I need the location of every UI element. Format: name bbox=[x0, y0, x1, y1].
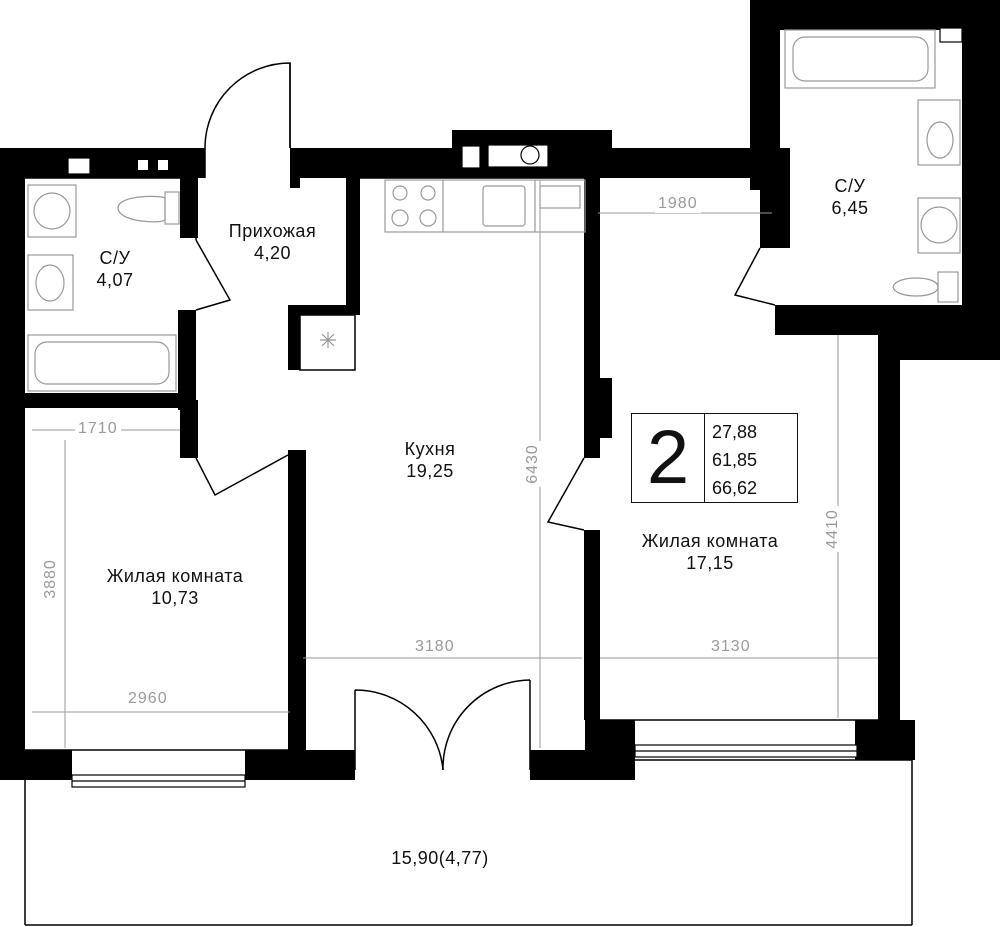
total-area-with-balcony: 66,62 bbox=[712, 478, 758, 498]
sink bbox=[27, 254, 74, 311]
room-area: 17,15 bbox=[686, 553, 734, 573]
room-area: 6,45 bbox=[831, 198, 869, 218]
living-area: 27,88 bbox=[712, 422, 758, 442]
room-area: 10,73 bbox=[151, 588, 199, 608]
room-name: Кухня bbox=[404, 439, 456, 459]
walls bbox=[0, 0, 1000, 780]
room-bathroom-left: С/У 4,07 bbox=[70, 247, 160, 291]
room-name: С/У bbox=[834, 176, 866, 196]
fixtures bbox=[27, 29, 961, 392]
doors bbox=[195, 62, 776, 771]
balcony-area: 15,90(4,77) bbox=[391, 848, 489, 868]
room-name: Прихожая bbox=[228, 221, 317, 241]
windows bbox=[71, 744, 858, 788]
room-area: 4,07 bbox=[96, 270, 134, 290]
toilet bbox=[117, 195, 166, 223]
sink bbox=[917, 99, 961, 166]
bathtub bbox=[27, 334, 177, 392]
dimension-3130: 3130 bbox=[708, 638, 754, 656]
total-area: 61,85 bbox=[712, 450, 758, 470]
room-bathroom-right: С/У 6,45 bbox=[810, 175, 890, 219]
room-kitchen: Кухня 19,25 bbox=[360, 438, 500, 482]
room-area: 19,25 bbox=[406, 461, 454, 481]
room-area: 4,20 bbox=[253, 243, 292, 263]
ventilation-shaft bbox=[299, 314, 356, 371]
dimension-3880: 3880 bbox=[41, 556, 60, 602]
kitchen-sink bbox=[482, 185, 526, 227]
apartment-areas: 27,88 61,85 66,62 bbox=[712, 418, 757, 502]
room-hallway: Прихожая 4,20 bbox=[200, 220, 345, 264]
room-name: Жилая комната bbox=[641, 531, 779, 551]
washing-machine bbox=[917, 197, 961, 254]
dimension-1710: 1710 bbox=[75, 420, 121, 438]
room-name: Жилая комната bbox=[106, 566, 244, 586]
kitchen-counter bbox=[384, 179, 586, 233]
bathtub bbox=[784, 29, 936, 89]
dimension-6430: 6430 bbox=[523, 441, 542, 487]
dimension-2960: 2960 bbox=[125, 690, 171, 708]
room-bedroom-left: Жилая комната 10,73 bbox=[70, 565, 280, 609]
dimension-3180: 3180 bbox=[412, 638, 458, 656]
apartment-badge: 2 27,88 61,85 66,62 bbox=[631, 413, 798, 503]
dimension-4410: 4410 bbox=[823, 506, 842, 552]
room-name: С/У bbox=[99, 248, 131, 268]
dimension-1980: 1980 bbox=[655, 195, 701, 213]
room-bedroom-right: Жилая комната 17,15 bbox=[605, 530, 815, 574]
washing-machine bbox=[27, 184, 77, 238]
rooms-count: 2 bbox=[632, 414, 705, 502]
toilet bbox=[892, 277, 939, 297]
